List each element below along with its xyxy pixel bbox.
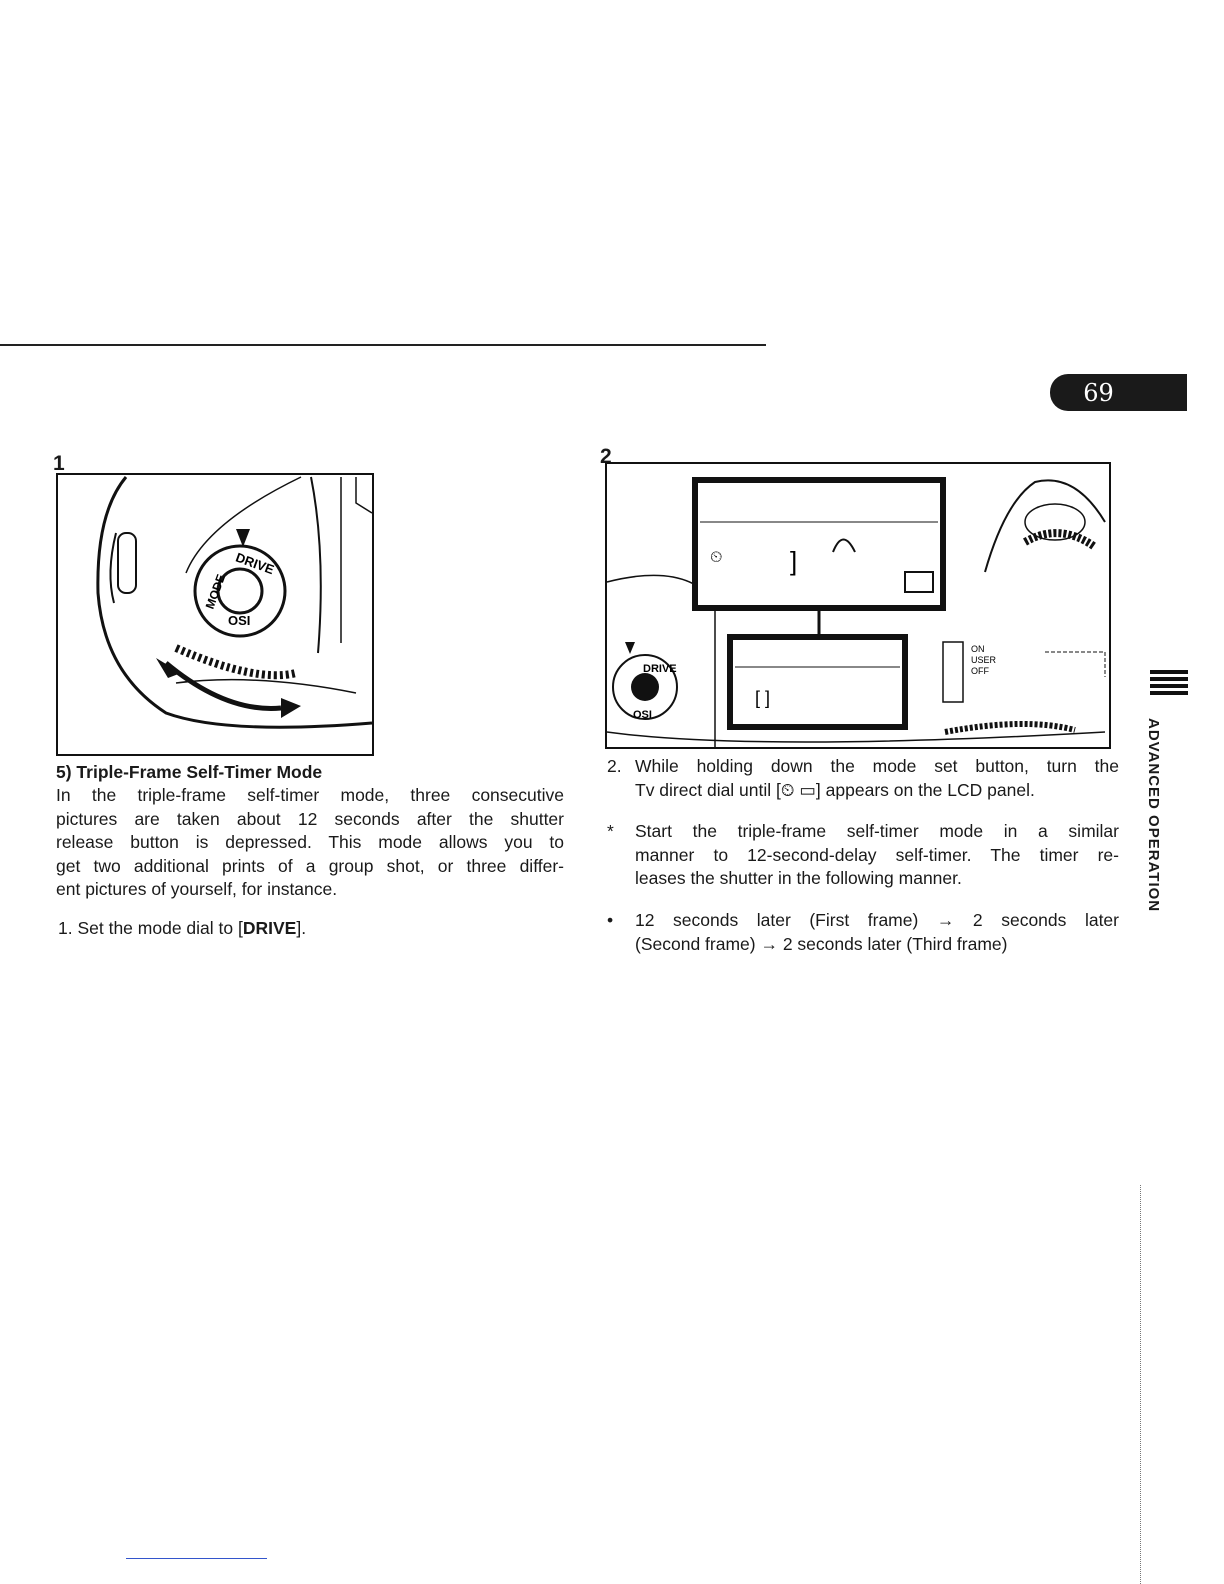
section-marker-bars <box>1150 670 1188 698</box>
svg-text:]: ] <box>790 546 797 576</box>
step-2: 2. While holding down the mode set butto… <box>607 755 1119 802</box>
note-marker: * <box>607 821 614 841</box>
fig2-switch-on: ON <box>971 644 985 654</box>
section-heading: 5) Triple-Frame Self-Timer Mode <box>56 762 323 782</box>
figure-2-lcd-panel-illustration: ⏲ ] [ ] DRIVE OSI ON USER OFF <box>605 462 1111 749</box>
fig2-lcd-icons: ⏲ <box>710 549 722 566</box>
intro-paragraph: In the triple-frame self-timer mode, thr… <box>56 784 564 902</box>
paragraph-line: ent pictures of yourself, for instance. <box>56 879 338 899</box>
fig2-switch-off: OFF <box>971 666 989 676</box>
margin-dotted-line <box>1140 1185 1142 1584</box>
paragraph-line: pictures are taken about 12 seconds afte… <box>56 808 564 829</box>
footer-rule <box>126 1558 267 1559</box>
step-1-suffix: ]. <box>296 918 307 938</box>
timing-bullet: • 12 seconds later (First frame) → 2 sec… <box>607 909 1119 956</box>
step-2-marker: 2. <box>607 756 622 776</box>
section-label: ADVANCED OPERATION <box>1145 718 1162 913</box>
paragraph-line: release button is depressed. This mode a… <box>56 832 564 852</box>
note-line: Start the triple-frame self-timer mode i… <box>635 821 1119 841</box>
note: * Start the triple-frame self-timer mode… <box>607 820 1119 891</box>
fig2-osi-label: OSI <box>633 709 652 721</box>
fig2-switch-user: USER <box>971 655 997 665</box>
fig1-osi-label: OSI <box>228 613 250 628</box>
paragraph-line: In the triple-frame self-timer mode, thr… <box>56 785 564 805</box>
bullet-line: (Second frame) → 2 seconds later (Third … <box>635 933 1008 954</box>
step-1-text: 1. Set the mode dial to [ <box>58 918 243 938</box>
top-rule <box>0 344 766 346</box>
step-2-line: Tv direct dial until [⏲ ▭] appears on th… <box>635 779 1035 800</box>
step-1: 1. Set the mode dial to [DRIVE]. <box>58 918 306 939</box>
page-number: 69 <box>1083 378 1114 407</box>
fig2-drive-label: DRIVE <box>643 663 677 675</box>
note-line: leases the shutter in the following mann… <box>635 868 962 888</box>
fig2-lcd-bracket: [ ] <box>755 688 770 708</box>
figure-2-number: 2 <box>600 445 612 468</box>
bullet-line: 12 seconds later (First frame) → 2 secon… <box>635 910 1119 930</box>
paragraph-line: get two additional prints of a group sho… <box>56 855 564 876</box>
page-number-tab: 69 <box>1050 374 1187 411</box>
bullet-marker: • <box>607 910 614 930</box>
step-1-bold: DRIVE <box>242 918 297 938</box>
figure-1-number: 1 <box>53 452 65 475</box>
step-2-line: While holding down the mode set button, … <box>635 756 1119 776</box>
note-line: manner to 12-second-delay self-timer. Th… <box>635 844 1119 865</box>
figure-1-mode-dial-illustration: DRIVE MODE OSI <box>56 473 374 756</box>
